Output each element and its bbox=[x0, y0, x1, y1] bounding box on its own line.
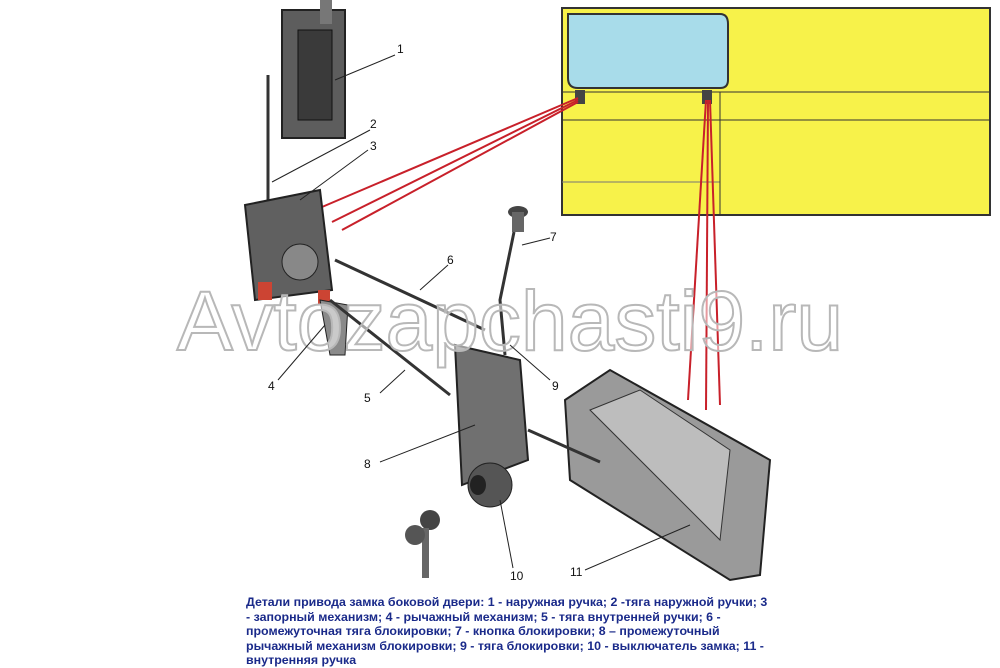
watermark: Avtozapchasti9.ru bbox=[177, 274, 843, 368]
keys bbox=[405, 510, 440, 578]
pointer-lines bbox=[321, 97, 721, 411]
part-number-labels: 1 2 3 4 5 6 7 8 9 10 11 bbox=[268, 42, 583, 583]
intermediate-lever-mechanism bbox=[453, 343, 530, 508]
figure-caption: Детали привода замка боковой двери: 1 - … bbox=[246, 595, 768, 667]
inner-handle bbox=[563, 368, 772, 582]
handle-link-rod bbox=[527, 428, 601, 464]
label-9: 9 bbox=[552, 379, 559, 393]
label-6: 6 bbox=[447, 253, 454, 267]
label-8: 8 bbox=[364, 457, 371, 471]
label-2: 2 bbox=[370, 117, 377, 131]
intermediate-lock-rod bbox=[334, 258, 486, 332]
inner-handle-rod bbox=[329, 298, 451, 397]
leader-lines bbox=[271, 54, 691, 571]
outer-handle bbox=[281, 0, 346, 139]
side-door-illustration bbox=[561, 7, 991, 216]
latch-mechanism bbox=[243, 188, 334, 304]
lock-button bbox=[498, 206, 528, 356]
label-11: 11 bbox=[570, 565, 583, 579]
label-7: 7 bbox=[550, 230, 557, 244]
lever-mechanism bbox=[319, 299, 349, 356]
label-10: 10 bbox=[510, 569, 524, 583]
label-5: 5 bbox=[364, 391, 371, 405]
label-1: 1 bbox=[397, 42, 404, 56]
label-4: 4 bbox=[268, 379, 275, 393]
label-3: 3 bbox=[370, 139, 377, 153]
